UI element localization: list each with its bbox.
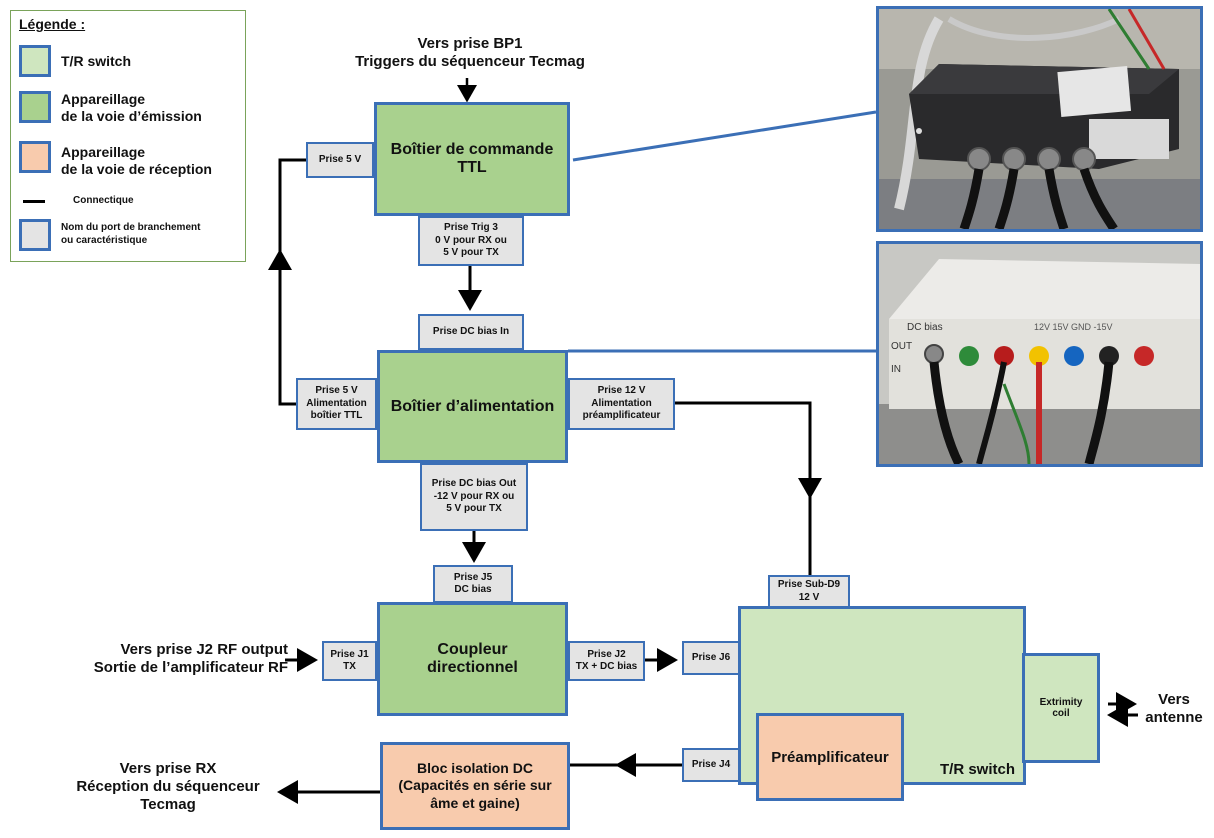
- wire-12v: [675, 401, 812, 575]
- photo-label-voltages: 12V 15V GND -15V: [1034, 322, 1113, 332]
- photo-power-supply: DC bias OUT IN 12V 15V GND -15V: [876, 241, 1203, 467]
- port-j4: Prise J4: [682, 748, 740, 782]
- legend-swatch-tr: [19, 45, 51, 77]
- photo-ttl-illustration: [879, 9, 1200, 229]
- photo-ttl-box: [876, 6, 1203, 232]
- photo-label-dcbias: DC bias: [907, 322, 943, 333]
- callout-ttl: [572, 110, 877, 162]
- block-dc-isolation: Bloc isolation DC(Capacités en série sur…: [380, 742, 570, 830]
- block-power-supply: Boîtier d’alimentation: [377, 350, 568, 463]
- port-5v-ttl: Prise 5 V: [306, 142, 374, 178]
- legend-swatch-reception: [19, 141, 51, 173]
- legend-line-sample: [23, 200, 45, 203]
- legend-label-tr: T/R switch: [61, 53, 132, 69]
- photo-label-out: OUT: [891, 341, 912, 352]
- legend-title: Légende :: [19, 16, 86, 32]
- legend-swatch-emission: [19, 91, 51, 123]
- tr-switch-label: T/R switch: [939, 761, 1015, 778]
- photo-label-in: IN: [891, 364, 901, 375]
- legend-swatch-port: [19, 219, 51, 251]
- port-dcbias-in: Prise DC bias In: [418, 314, 524, 350]
- legend-label-connectique: Connectique: [73, 195, 134, 206]
- port-j6: Prise J6: [682, 641, 740, 675]
- photo-alim-illustration: DC bias OUT IN 12V 15V GND -15V: [879, 244, 1200, 464]
- block-preamplifier: Préamplificateur: [756, 713, 904, 801]
- wire-5v: [278, 158, 306, 406]
